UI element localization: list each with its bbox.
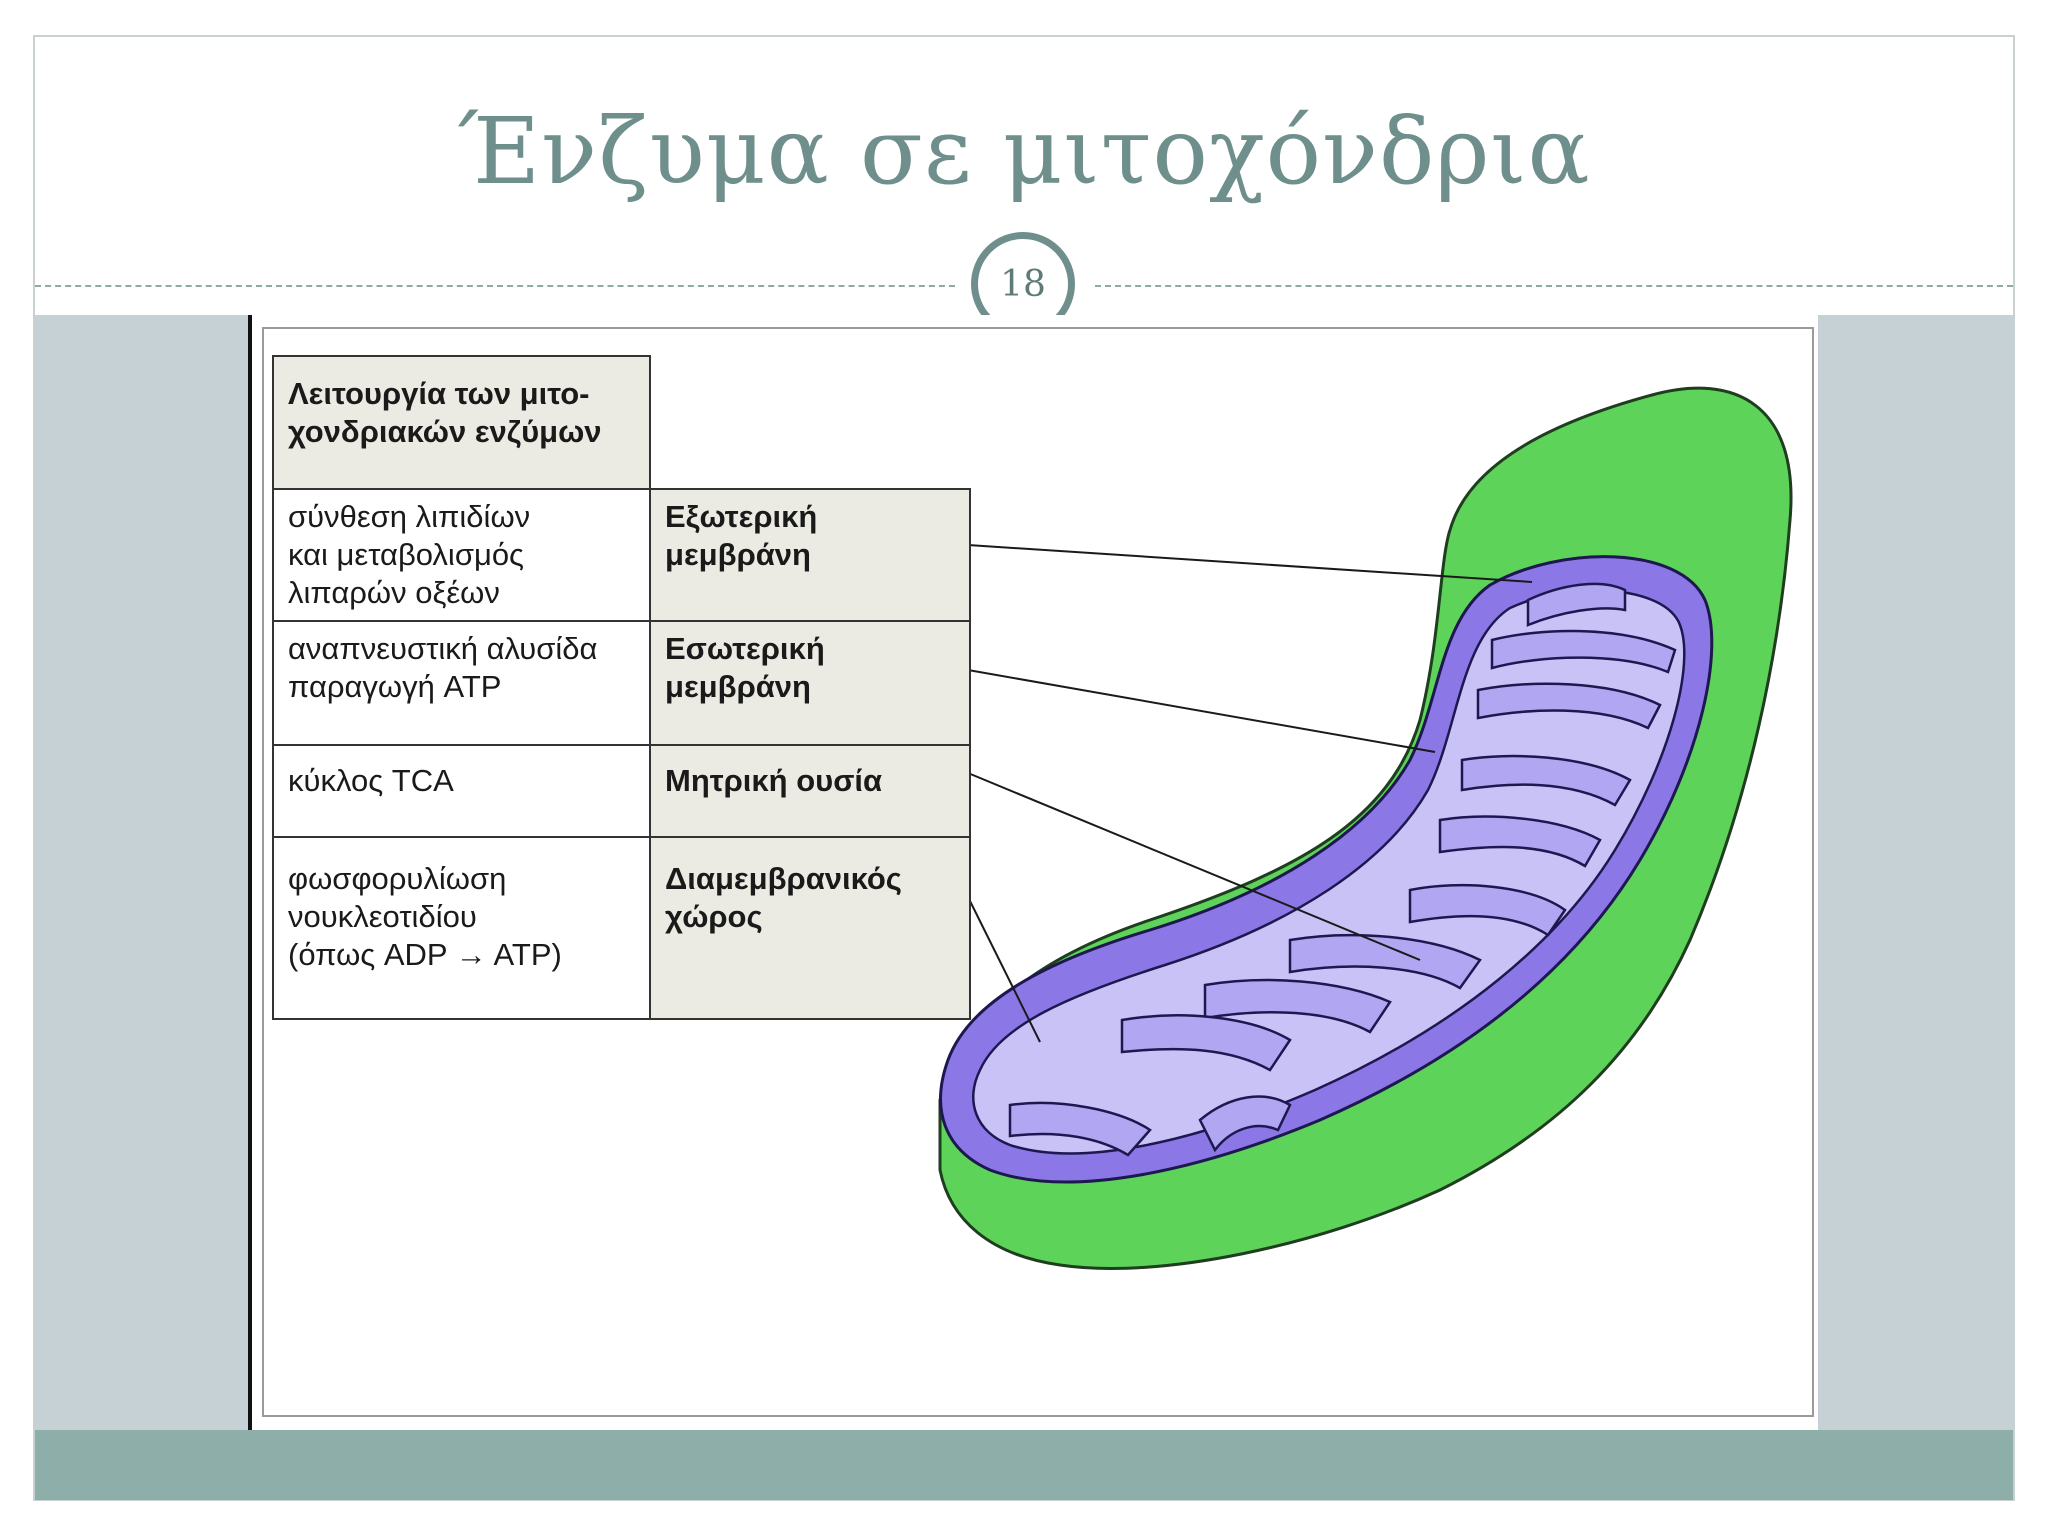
leader-outer-membrane xyxy=(967,544,1533,583)
location-cell: Μητρική ουσία xyxy=(649,744,971,838)
enzyme-function-table: Λειτουργία των μιτο- χονδριακών ενζύμων … xyxy=(272,355,971,1020)
footer-band xyxy=(35,1430,2013,1500)
function-cell: φωσφορυλίωση νουκλεοτιδίου (όπως ADP → A… xyxy=(272,836,651,1020)
table-header: Λειτουργία των μιτο- χονδριακών ενζύμων xyxy=(272,355,651,490)
page-number: 18 xyxy=(1000,263,1046,305)
slide-title: Ένζυμα σε μιτοχόνδρια xyxy=(457,98,1591,205)
location-cell: Εσωτερική μεμβράνη xyxy=(649,620,971,746)
location-cell: Εξωτερική μεμβράνη xyxy=(649,488,971,622)
title-divider-left xyxy=(35,285,955,287)
table-row: φωσφορυλίωση νουκλεοτιδίου (όπως ADP → A… xyxy=(272,836,971,1020)
leader-inner-membrane xyxy=(967,669,1436,753)
title-divider-right xyxy=(1095,285,2013,287)
cristae xyxy=(1008,582,1677,1157)
table-row: κύκλος TCA Μητρική ουσία xyxy=(272,744,971,838)
function-cell: αναπνευστική αλυσίδα παραγωγή ATP xyxy=(272,620,651,746)
table-row: σύνθεση λιπιδίων και μεταβολισμός λιπαρώ… xyxy=(272,488,971,622)
function-cell: κύκλος TCA xyxy=(272,744,651,838)
leader-intermembrane-space xyxy=(967,896,1041,1043)
table-header-row: Λειτουργία των μιτο- χονδριακών ενζύμων xyxy=(272,355,970,490)
leader-lines xyxy=(967,544,1533,1043)
location-cell: Διαμεμβρανικός χώρος xyxy=(649,836,971,1020)
function-cell: σύνθεση λιπιδίων και μεταβολισμός λιπαρώ… xyxy=(272,488,651,622)
table-row: αναπνευστική αλυσίδα παραγωγή ATP Εσωτερ… xyxy=(272,620,971,746)
leader-matrix xyxy=(967,772,1421,961)
matrix xyxy=(972,589,1686,1155)
